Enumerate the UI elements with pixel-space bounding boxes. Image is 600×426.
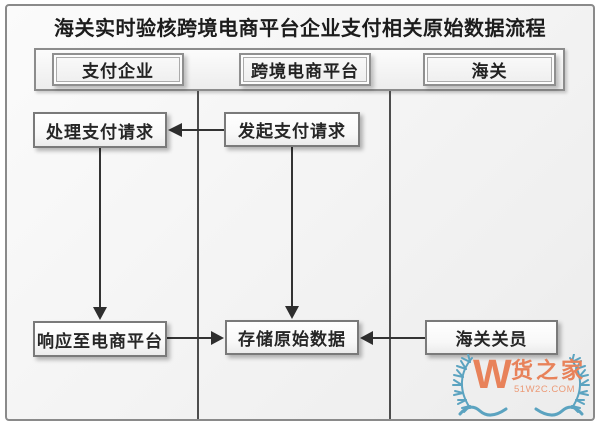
diagram-title: 海关实时验核跨境电商平台企业支付相关原始数据流程 — [54, 18, 546, 40]
lane-header-ecommerce-platform: 跨境电商平台 — [239, 53, 371, 86]
lane-header-customs: 海关 — [423, 53, 556, 86]
node-process-payment-request: 处理支付请求 — [33, 112, 167, 148]
node-customs-officer: 海关关员 — [425, 320, 558, 355]
laurel-left-icon — [452, 354, 473, 413]
node-store-raw-data: 存储原始数据 — [225, 320, 359, 355]
node-initiate-payment-request: 发起支付请求 — [224, 112, 360, 147]
watermark-logo-w: W — [473, 351, 512, 397]
lane-header-payment-company: 支付企业 — [52, 53, 184, 86]
wave-swish-icon — [458, 405, 584, 417]
watermark-brand: 货之家 — [511, 358, 587, 383]
watermark: W 货之家 51W2C.COM — [448, 354, 594, 424]
node-respond-to-platform: 响应至电商平台 — [33, 321, 167, 357]
watermark-laurel-graphics — [452, 354, 590, 417]
watermark-site: 51W2C.COM — [514, 384, 575, 395]
